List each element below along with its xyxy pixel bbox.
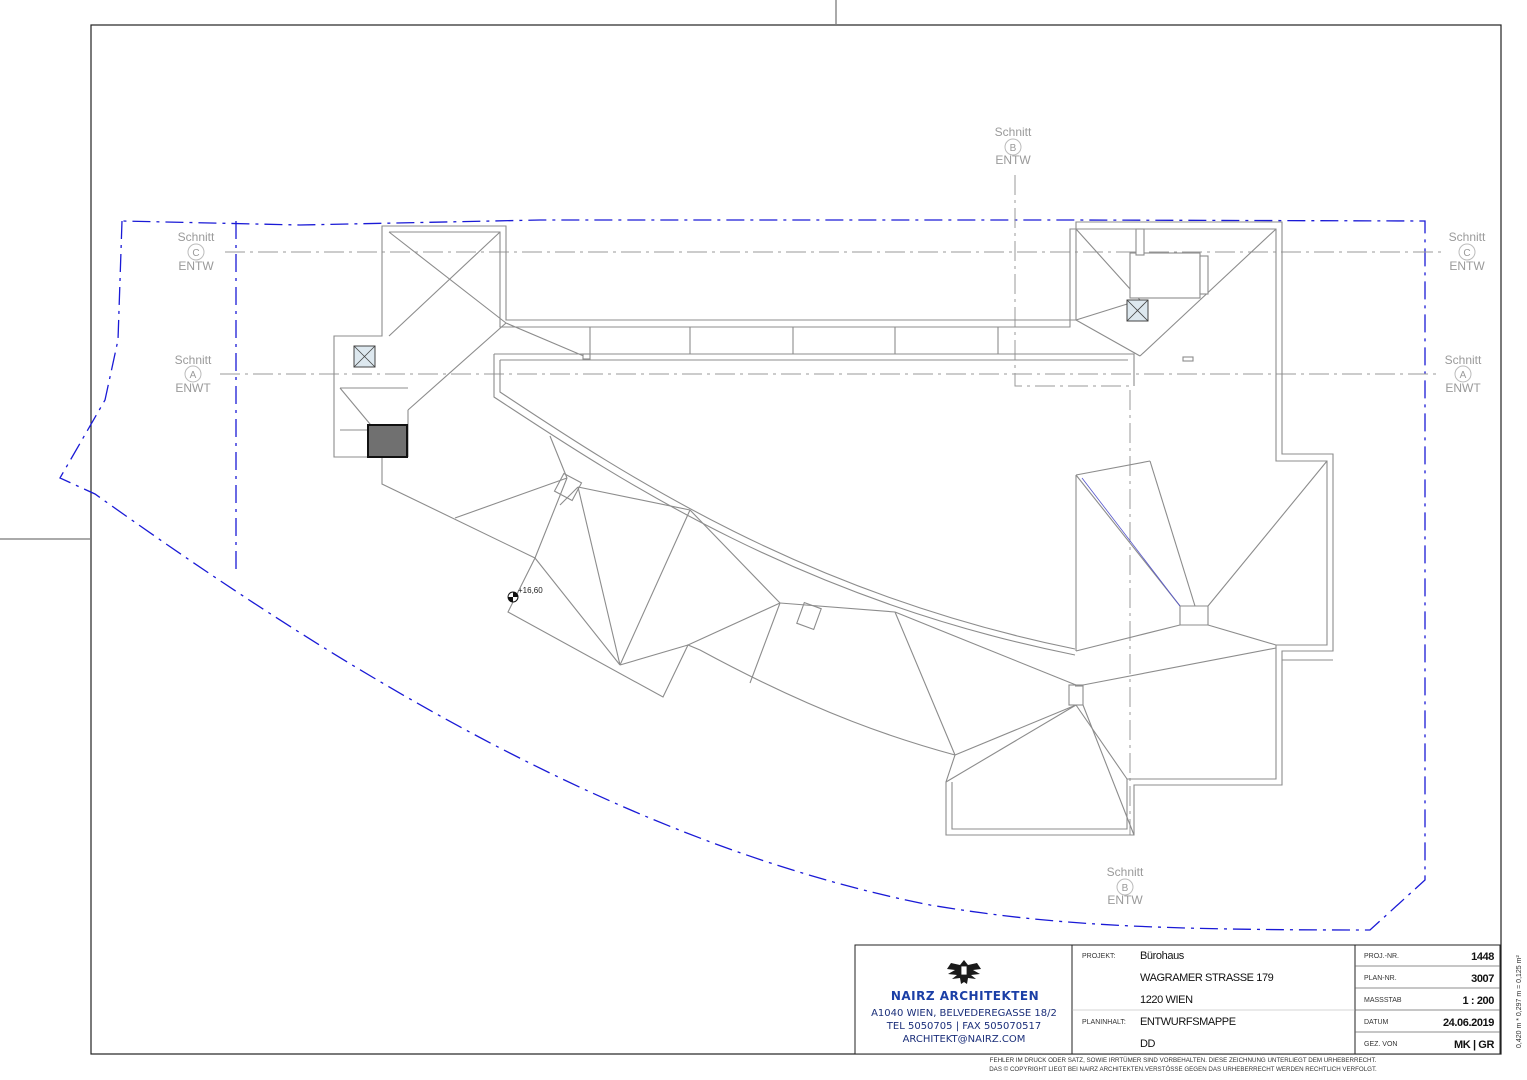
section-c-right-code: ENTW (1449, 259, 1485, 273)
section-b-bottom-letter: B (1122, 883, 1129, 894)
section-b-bottom-title: Schnitt (1107, 865, 1144, 879)
site-boundary (59, 219, 1426, 931)
elevation-marker: +16,60 (507, 586, 543, 603)
date-label: DATUM (1364, 1019, 1389, 1026)
sheet-size-note: 0,420 m * 0,297 m = 0,125 m² (1516, 955, 1523, 1048)
section-b-top-code: ENTW (995, 153, 1031, 167)
section-a-right-letter: A (1460, 370, 1467, 381)
stair-shaft (367, 424, 408, 458)
section-c-right-title: Schnitt (1449, 230, 1486, 244)
section-lines (220, 175, 1445, 835)
section-b-top-letter: B (1010, 143, 1017, 154)
section-marker-c-left: Schnitt C ENTW (178, 230, 215, 273)
section-marker-a-right: Schnitt A ENWT (1445, 353, 1482, 395)
section-c-right-letter: C (1463, 248, 1470, 259)
date-value: 24.06.2019 (1443, 1017, 1494, 1029)
planinhalt-label: PLANINHALT: (1082, 1019, 1126, 1026)
drawn-by-label: GEZ. VON (1364, 1041, 1397, 1048)
section-a-left-letter: A (190, 370, 197, 381)
project-label: PROJEKT: (1082, 953, 1116, 960)
crop-marks (0, 0, 837, 540)
title-block: NAIRZ ARCHITEKTEN A1040 WIEN, BELVEDEREG… (854, 944, 1501, 1055)
section-marker-c-right: Schnitt C ENTW (1449, 230, 1486, 273)
scale-value: 1 : 200 (1463, 995, 1495, 1007)
eagle-logo-icon (947, 960, 981, 984)
footer-line-2: DAS © COPYRIGHT LIEGT BEI NAIRZ ARCHITEK… (989, 1066, 1377, 1073)
firm-phone: TEL 5050705 | FAX 505070517 (886, 1021, 1041, 1032)
planinhalt-line-1: ENTWURFSMAPPE (1140, 1016, 1236, 1028)
proj-nr-value: 1448 (1471, 951, 1494, 963)
section-b-bottom-code: ENTW (1107, 893, 1143, 907)
section-a-left-title: Schnitt (175, 353, 212, 367)
building-roof-plan (333, 221, 1334, 836)
project-line-1: Bürohaus (1140, 950, 1185, 962)
section-c-left-title: Schnitt (178, 230, 215, 244)
elevation-label: +16,60 (518, 586, 543, 595)
section-a-right-title: Schnitt (1445, 353, 1482, 367)
scale-label: MASSSTAB (1364, 997, 1402, 1004)
section-marker-b-bottom: Schnitt B ENTW (1107, 865, 1144, 907)
firm-address: A1040 WIEN, BELVEDEREGASSE 18/2 (871, 1008, 1057, 1019)
section-marker-b-top: Schnitt B ENTW (995, 125, 1032, 167)
plan-nr-value: 3007 (1471, 973, 1494, 985)
section-marker-a-left: Schnitt A ENWT (175, 353, 212, 395)
firm-name: NAIRZ ARCHITEKTEN (891, 989, 1039, 1003)
firm-email: ARCHITEKT@NAIRZ.COM (903, 1034, 1026, 1045)
planinhalt-line-2: DD (1140, 1038, 1156, 1050)
section-a-left-code: ENWT (175, 381, 211, 395)
project-line-2: WAGRAMER STRASSE 179 (1140, 972, 1274, 984)
skylight-east (1126, 299, 1149, 322)
proj-nr-label: PROJ.-NR. (1364, 953, 1399, 960)
section-a-right-code: ENWT (1445, 381, 1481, 395)
footer-line-1: FEHLER IM DRUCK ODER SATZ, SOWIE IRRTÜME… (990, 1057, 1377, 1064)
section-b-top-title: Schnitt (995, 125, 1032, 139)
roof-blue-line (1081, 477, 1181, 607)
drawn-by-value: MK | GR (1454, 1039, 1494, 1051)
section-c-left-code: ENTW (178, 259, 214, 273)
section-c-left-letter: C (192, 248, 199, 259)
project-line-3: 1220 WIEN (1140, 994, 1193, 1006)
skylight-west (353, 345, 376, 368)
plan-nr-label: PLAN-NR. (1364, 975, 1397, 982)
sheet-frame (90, 24, 1502, 1055)
